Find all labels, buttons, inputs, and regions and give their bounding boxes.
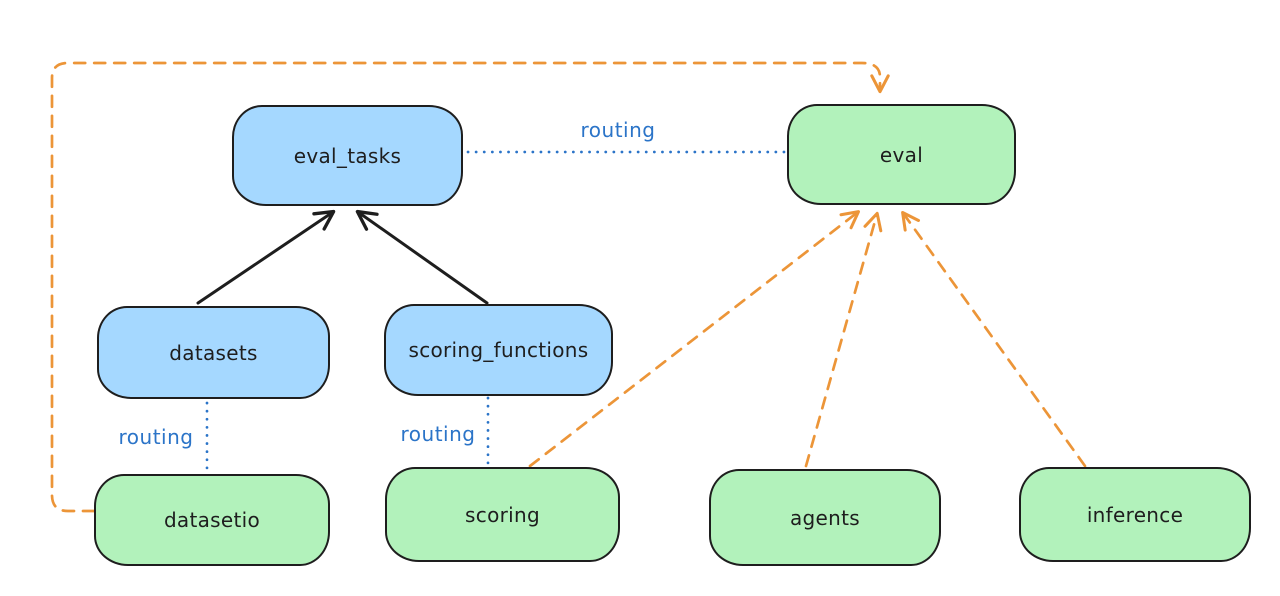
node-datasetio-label: datasetio [163, 508, 261, 532]
node-datasetio: datasetio [94, 474, 330, 566]
node-eval_tasks: eval_tasks [232, 105, 463, 206]
edge-datasets-to-eval_tasks [196, 209, 336, 305]
edge-inference-to-eval [901, 210, 1087, 468]
node-inference: inference [1019, 467, 1251, 562]
node-datasets: datasets [97, 306, 330, 399]
edge-agents-to-eval [804, 211, 883, 468]
node-inference-label: inference [1086, 502, 1184, 527]
node-scoring-label: scoring [465, 502, 540, 527]
routing-label-datasets-datasetio: routing [118, 425, 194, 449]
edge-scoring_functions-to-eval_tasks [355, 209, 489, 305]
node-scoring: scoring [385, 467, 620, 562]
routing-label-scoring_functions-scoring: routing [400, 422, 476, 446]
node-scoring_functions: scoring_functions [384, 304, 613, 396]
node-eval: eval [787, 104, 1016, 205]
routing-label-eval_tasks-eval: routing [580, 118, 656, 142]
node-agents: agents [709, 469, 941, 566]
node-scoring_functions-label: scoring_functions [408, 338, 589, 362]
node-eval-label: eval [879, 142, 924, 167]
node-agents-label: agents [790, 505, 860, 530]
node-eval_tasks-label: eval_tasks [293, 143, 402, 168]
node-datasets-label: datasets [169, 340, 258, 365]
